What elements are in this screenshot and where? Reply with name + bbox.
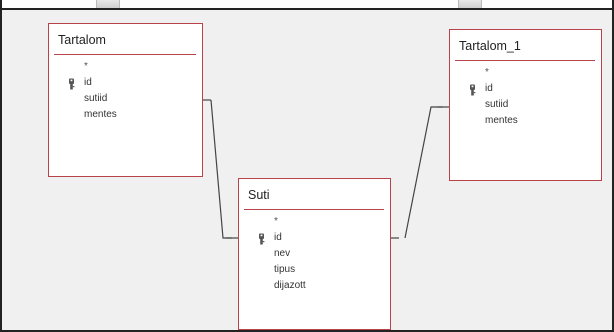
field-all[interactable]: * (84, 61, 88, 72)
window-top-border (0, 0, 614, 10)
field-all[interactable]: * (274, 216, 278, 227)
table-title[interactable]: Tartalom_1 (459, 39, 521, 53)
field-label: id (84, 77, 92, 88)
field-mentes[interactable]: mentes (84, 109, 117, 120)
table-title-divider (455, 60, 595, 61)
field-id[interactable]: id (450, 81, 601, 97)
table-tartalom-1[interactable]: Tartalom_1 * id sutiid mentes (449, 29, 602, 181)
field-dijazott[interactable]: dijazott (274, 280, 306, 291)
key-icon (470, 84, 476, 96)
field-list: * id sutiid mentes (450, 61, 601, 129)
field-list: * id nev tipus dijazott (239, 210, 390, 294)
table-suti[interactable]: Suti * id nev tipus dijazott (238, 178, 391, 330)
field-tipus[interactable]: tipus (274, 264, 296, 275)
scrollbar-left-thumb[interactable] (96, 0, 120, 8)
table-title[interactable]: Suti (248, 188, 270, 202)
table-title-divider (54, 54, 196, 55)
key-icon (69, 78, 75, 90)
field-all[interactable]: * (485, 67, 489, 78)
window-bottom-border (0, 330, 614, 332)
field-mentes[interactable]: mentes (485, 115, 518, 126)
field-nev[interactable]: nev (274, 248, 291, 259)
table-title[interactable]: Tartalom (58, 33, 106, 47)
window-left-border (0, 0, 2, 332)
field-label: id (485, 83, 493, 94)
field-list: * id sutiid mentes (49, 55, 202, 123)
scrollbar-right-thumb[interactable] (458, 0, 482, 8)
field-label: id (274, 232, 282, 243)
relationship-tartalom-suti[interactable] (203, 99, 238, 239)
field-id[interactable]: id (239, 230, 390, 246)
relationship-suti-tartalom-1[interactable] (391, 106, 449, 239)
table-title-divider (244, 209, 384, 210)
field-id[interactable]: id (49, 75, 202, 91)
field-sutiid[interactable]: sutiid (485, 99, 509, 110)
field-sutiid[interactable]: sutiid (84, 93, 108, 104)
window-right-border (612, 0, 614, 332)
table-tartalom[interactable]: Tartalom * id sutiid mentes (48, 23, 203, 177)
key-icon (259, 233, 265, 245)
